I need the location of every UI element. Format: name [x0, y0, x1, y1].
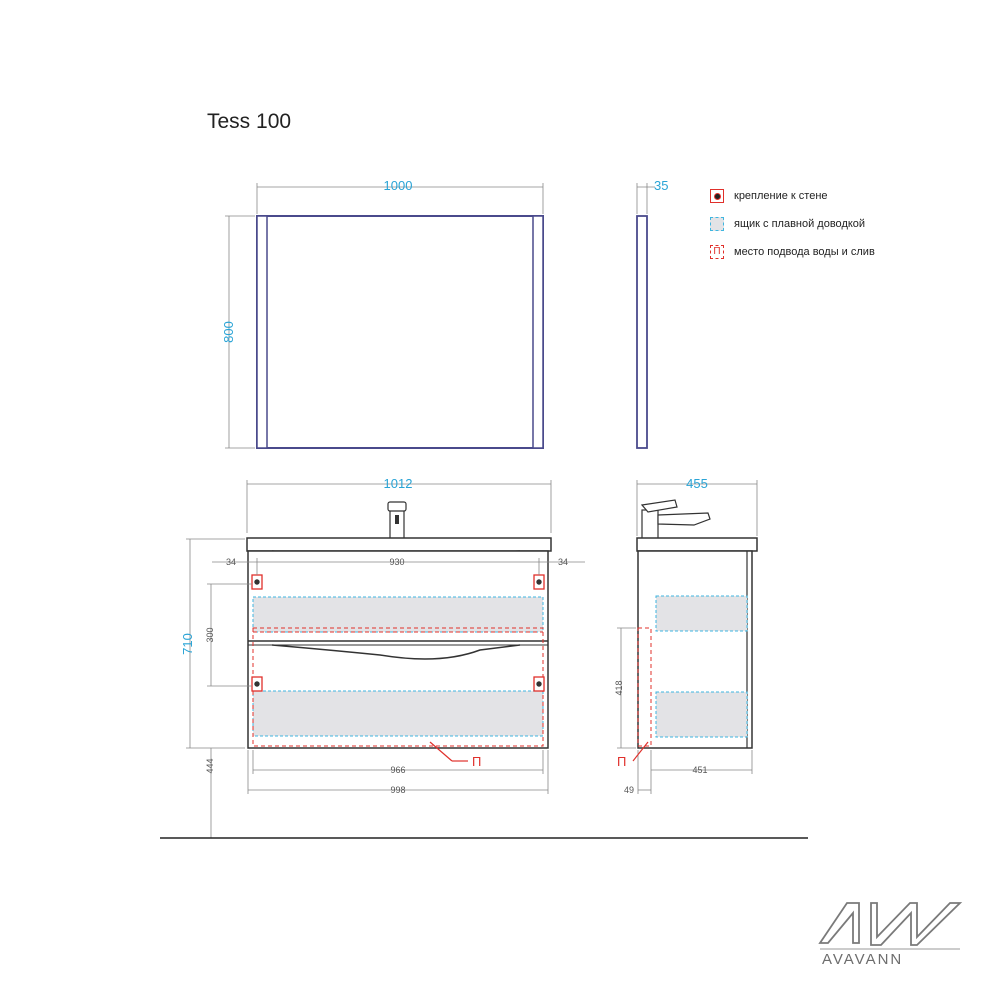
brand-name: AVAVANN	[822, 951, 904, 968]
mount-spacing-label: 930	[389, 557, 404, 567]
legend-item-water: П место подвода воды и слив	[710, 242, 875, 262]
mount-vertical-label: 300	[205, 627, 215, 642]
water-offset-label: 49	[624, 785, 634, 795]
side-depth-label: 455	[686, 476, 708, 491]
cabinet-front-view: 1012	[180, 476, 585, 838]
mirror-width-label: 1000	[384, 178, 413, 193]
left-offset-label: 34	[226, 557, 236, 567]
water-symbol-side: П	[617, 754, 626, 769]
mirror-depth-label: 35	[654, 178, 668, 193]
basin-top	[246, 537, 552, 552]
body-width-label: 998	[390, 785, 405, 795]
side-basin-top	[636, 537, 758, 552]
legend-label: ящик с плавной доводкой	[734, 218, 866, 230]
water-height-label: 418	[614, 680, 624, 695]
drawer-handle-curve	[271, 644, 521, 660]
soft-close-drawer-icon	[710, 217, 724, 231]
mirror-left-light	[256, 215, 268, 449]
mirror-height-label: 800	[221, 321, 236, 343]
legend-item-drawer: ящик с плавной доводкой	[710, 214, 865, 234]
side-drawer-upper	[655, 595, 748, 632]
cabinet-top-width-label: 1012	[384, 476, 413, 491]
mirror-side-view: 35	[636, 178, 668, 449]
page-title: Tess 100	[207, 110, 292, 133]
water-symbol-front: П	[472, 754, 481, 769]
wall-mount-bottom-right	[533, 676, 545, 692]
mirror-right-light	[532, 215, 544, 449]
wall-mount-bottom-left	[251, 676, 263, 692]
side-inner-depth-label: 451	[692, 765, 707, 775]
faucet-icon	[387, 501, 407, 541]
wall-mount-top-right	[533, 574, 545, 590]
drawer-lower	[252, 690, 544, 737]
inner-width-label: 966	[390, 765, 405, 775]
right-offset-label: 34	[558, 557, 568, 567]
floor-height-label: 444	[205, 758, 215, 773]
water-supply-icon: П	[710, 245, 724, 259]
legend-item-mount: крепление к стене	[710, 186, 828, 206]
avavann-logo-icon	[818, 902, 963, 950]
legend-label: крепление к стене	[734, 190, 828, 202]
side-water-zone	[637, 627, 652, 747]
cabinet-side-view: 455 418 451 49 П	[614, 476, 758, 795]
wall-mount-icon	[710, 189, 724, 203]
cabinet-height-label: 710	[180, 633, 195, 655]
legend-label: место подвода воды и слив	[734, 246, 875, 258]
wall-mount-top-left	[251, 574, 263, 590]
mirror-front-view: 1000 800	[221, 178, 544, 449]
drawer-upper	[252, 596, 544, 633]
side-drawer-lower	[655, 691, 748, 738]
faucet-side-icon	[640, 499, 711, 541]
mirror-outline	[256, 215, 544, 449]
mirror-side-outline	[636, 215, 648, 449]
